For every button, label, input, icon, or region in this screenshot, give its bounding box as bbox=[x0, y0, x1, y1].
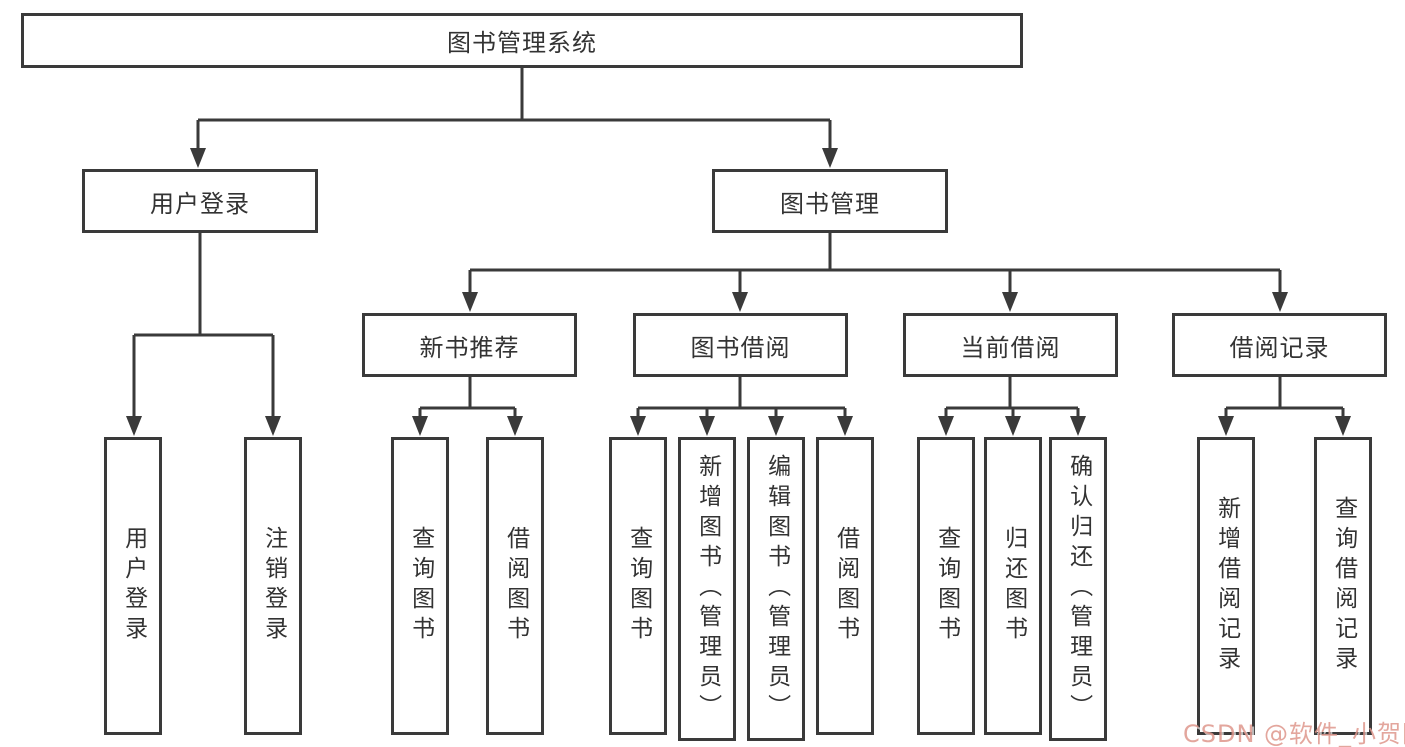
leaf-edit-book-admin-label: 编辑图书（管理员） bbox=[763, 454, 790, 724]
node-book-management-label: 图书管理 bbox=[780, 189, 880, 218]
node-book-management: 图书管理 bbox=[712, 169, 948, 233]
node-borrowing-records: 借阅记录 bbox=[1172, 313, 1387, 377]
node-user-login: 用户登录 bbox=[82, 169, 318, 233]
node-root-label: 图书管理系统 bbox=[447, 29, 597, 57]
leaf-add-book-admin-label: 新增图书（管理员） bbox=[694, 454, 721, 724]
leaf-query-book-borrowing-label: 查询图书 bbox=[625, 526, 652, 646]
leaf-add-borrow-record: 新增借阅记录 bbox=[1197, 437, 1255, 735]
leaf-logout-label: 注销登录 bbox=[260, 526, 287, 646]
leaf-query-book-recommend-label: 查询图书 bbox=[407, 526, 434, 646]
leaf-return-book: 归还图书 bbox=[984, 437, 1042, 735]
leaf-query-book-current: 查询图书 bbox=[917, 437, 975, 735]
leaf-return-book-label: 归还图书 bbox=[1000, 526, 1027, 646]
node-current-borrowing: 当前借阅 bbox=[903, 313, 1118, 377]
node-new-book-recommend-label: 新书推荐 bbox=[419, 333, 520, 362]
leaf-add-book-admin: 新增图书（管理员） bbox=[678, 437, 736, 741]
leaf-borrow-book: 借阅图书 bbox=[816, 437, 874, 735]
leaf-add-borrow-record-label: 新增借阅记录 bbox=[1213, 496, 1240, 676]
leaf-borrow-book-label: 借阅图书 bbox=[832, 526, 859, 646]
leaf-query-borrow-record-label: 查询借阅记录 bbox=[1330, 496, 1357, 676]
watermark: CSDN @软件_小贺同学 bbox=[1183, 720, 1405, 747]
leaf-borrow-book-recommend: 借阅图书 bbox=[486, 437, 544, 735]
node-user-login-label: 用户登录 bbox=[150, 189, 250, 218]
node-new-book-recommend: 新书推荐 bbox=[362, 313, 577, 377]
node-current-borrowing-label: 当前借阅 bbox=[960, 333, 1061, 362]
node-root: 图书管理系统 bbox=[21, 13, 1023, 68]
node-book-borrowing: 图书借阅 bbox=[633, 313, 848, 377]
leaf-user-login: 用户登录 bbox=[104, 437, 162, 735]
leaf-confirm-return-admin: 确认归还（管理员） bbox=[1049, 437, 1107, 741]
leaf-query-book-borrowing: 查询图书 bbox=[609, 437, 667, 735]
node-book-borrowing-label: 图书借阅 bbox=[690, 333, 791, 362]
leaf-edit-book-admin: 编辑图书（管理员） bbox=[747, 437, 805, 741]
leaf-confirm-return-admin-label: 确认归还（管理员） bbox=[1065, 454, 1092, 724]
leaf-user-login-label: 用户登录 bbox=[120, 526, 147, 646]
leaf-query-book-current-label: 查询图书 bbox=[933, 526, 960, 646]
leaf-borrow-book-recommend-label: 借阅图书 bbox=[502, 526, 529, 646]
node-borrowing-records-label: 借阅记录 bbox=[1229, 333, 1330, 362]
leaf-query-borrow-record: 查询借阅记录 bbox=[1314, 437, 1372, 735]
arrowhead-icons bbox=[126, 148, 1351, 436]
leaf-logout: 注销登录 bbox=[244, 437, 302, 735]
leaf-query-book-recommend: 查询图书 bbox=[391, 437, 449, 735]
